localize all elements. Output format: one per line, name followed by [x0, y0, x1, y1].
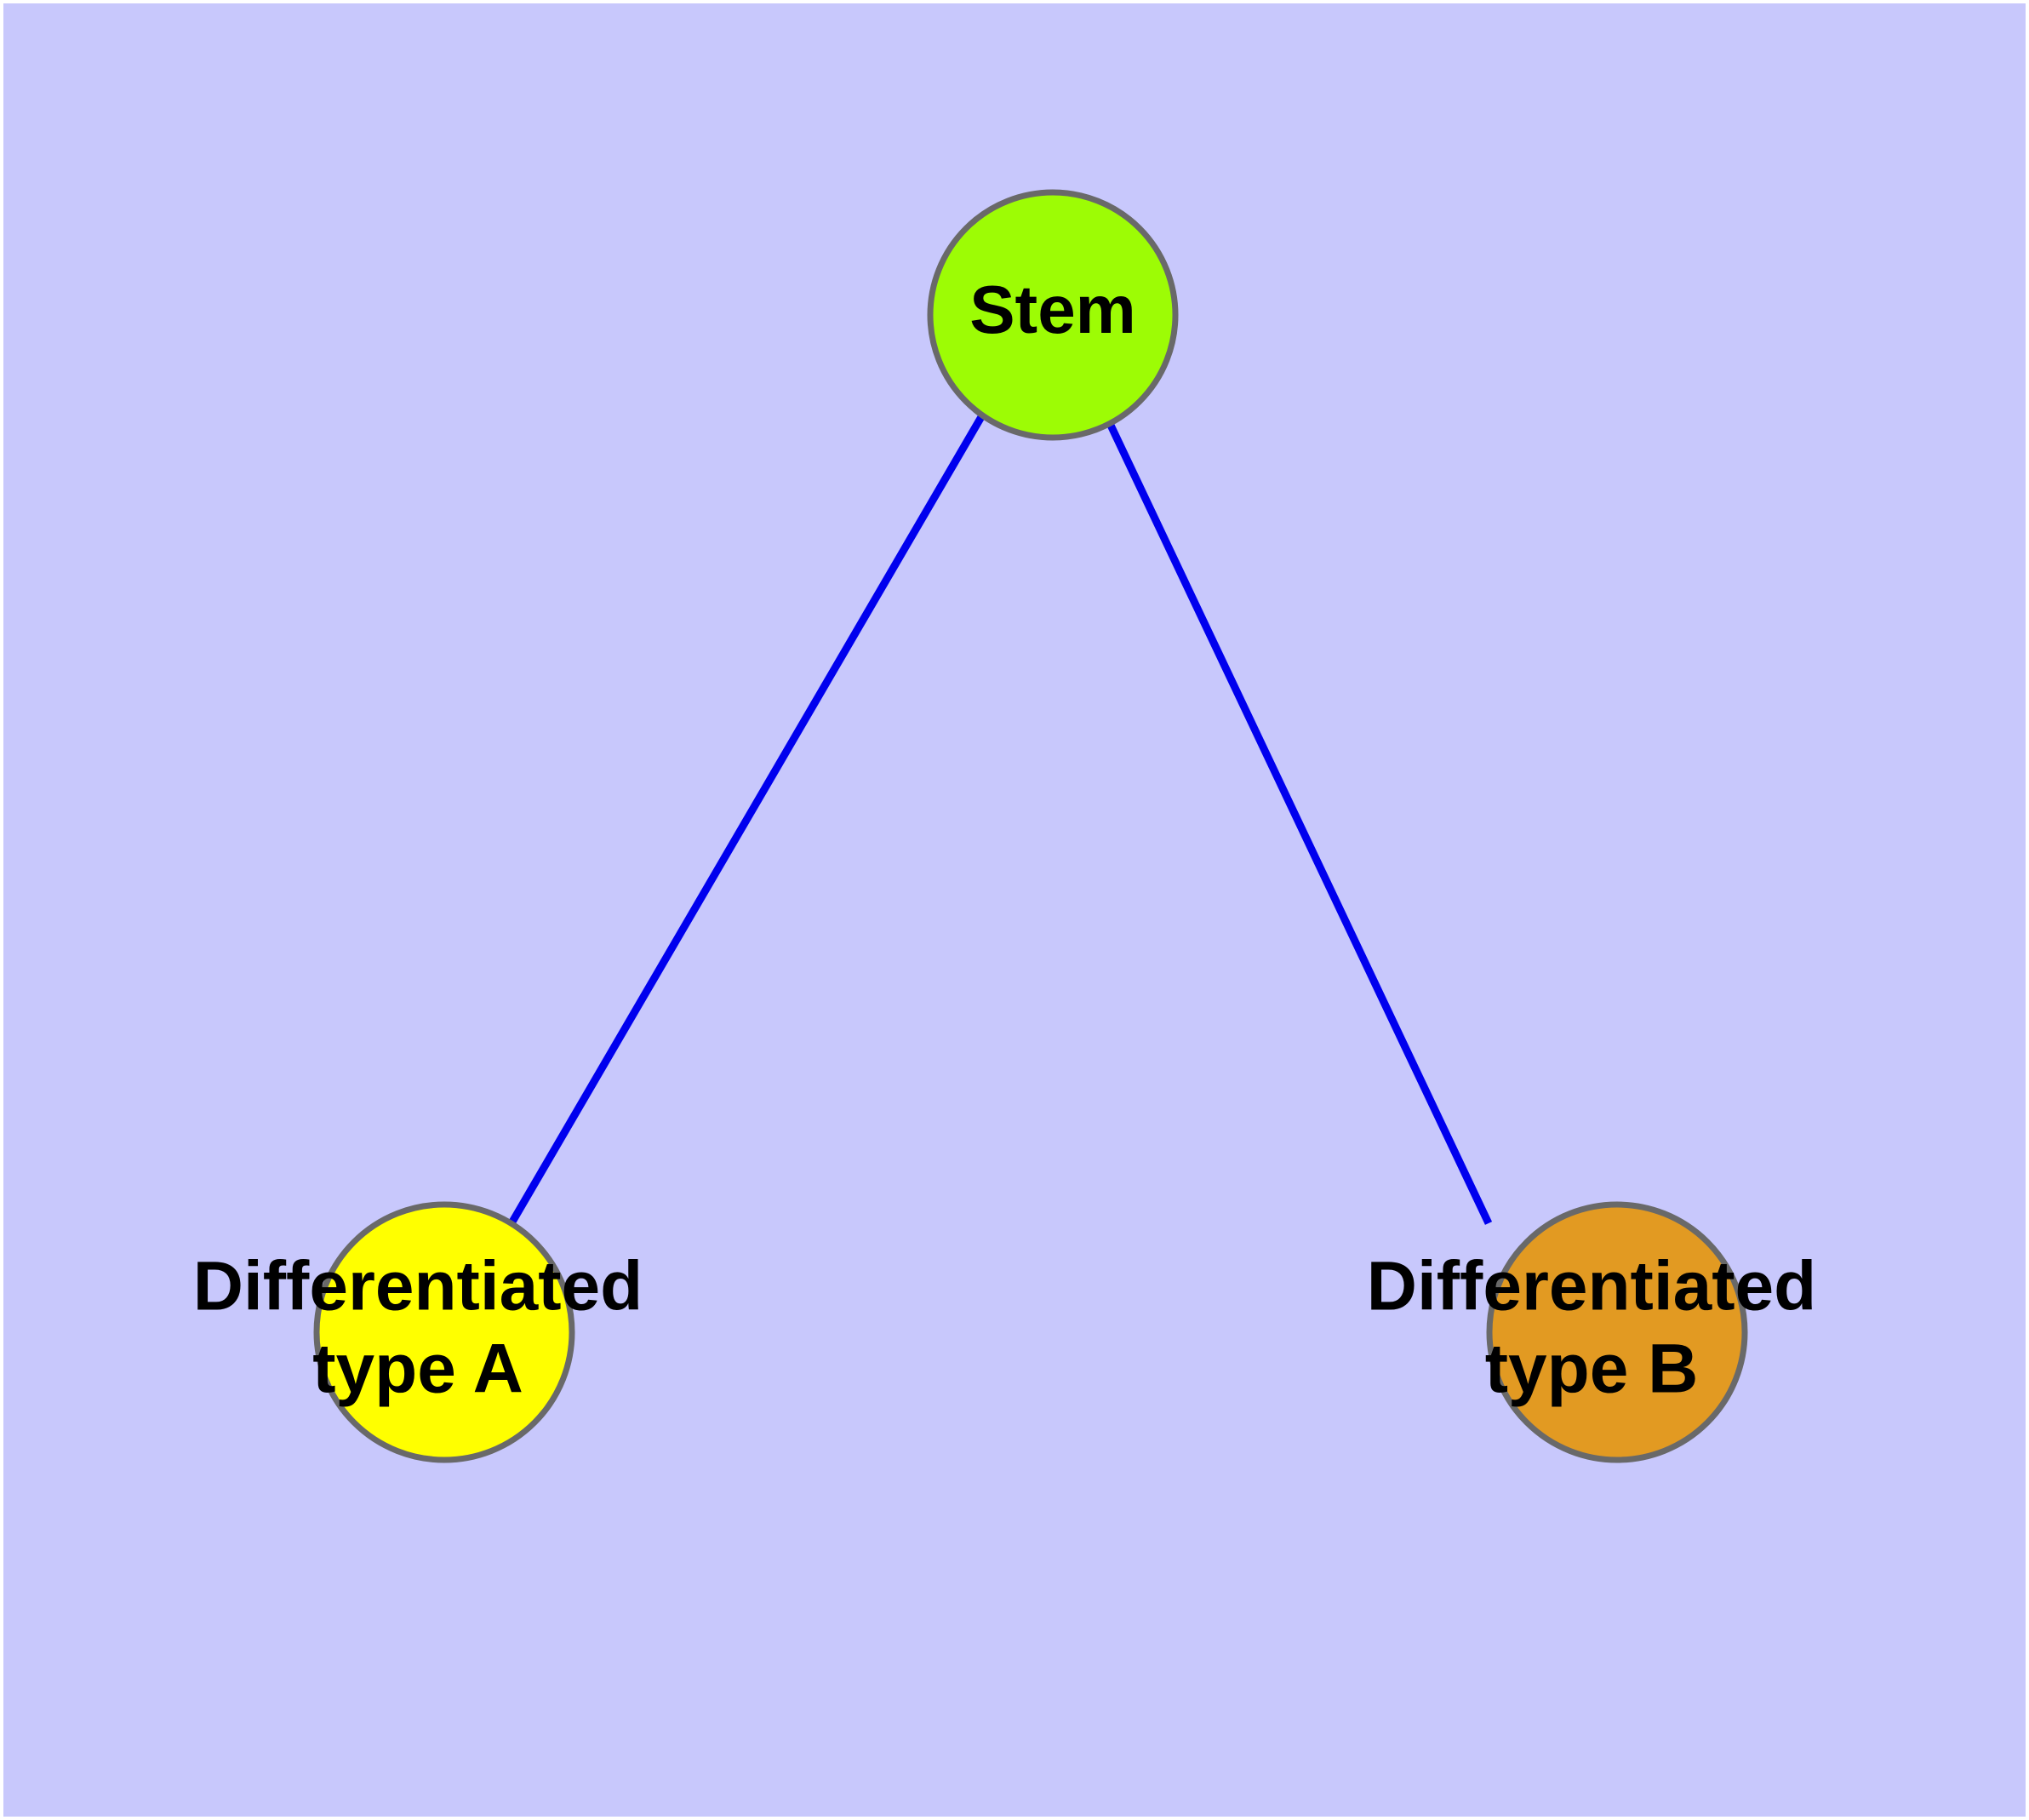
graph-node-diff_b[interactable]: [1486, 1201, 1748, 1463]
node-label-stem: Stem: [969, 272, 1136, 347]
node-label-line: type B: [1485, 1330, 1699, 1407]
graph-node-diff_a[interactable]: [313, 1201, 575, 1463]
graph-edge-stem-diff_b[interactable]: [1103, 416, 1493, 1225]
graph-edge-stem-diff_a[interactable]: [508, 413, 986, 1226]
node-label-line: type A: [312, 1330, 523, 1407]
node-label-line: Differentiated: [1367, 1247, 1817, 1325]
node-label-line: Stem: [969, 272, 1136, 347]
node-label-line: Differentiated: [193, 1247, 643, 1325]
graph-node-stem[interactable]: [927, 189, 1179, 441]
edges-layer: [508, 413, 1493, 1226]
nodes-layer: [313, 189, 1748, 1463]
